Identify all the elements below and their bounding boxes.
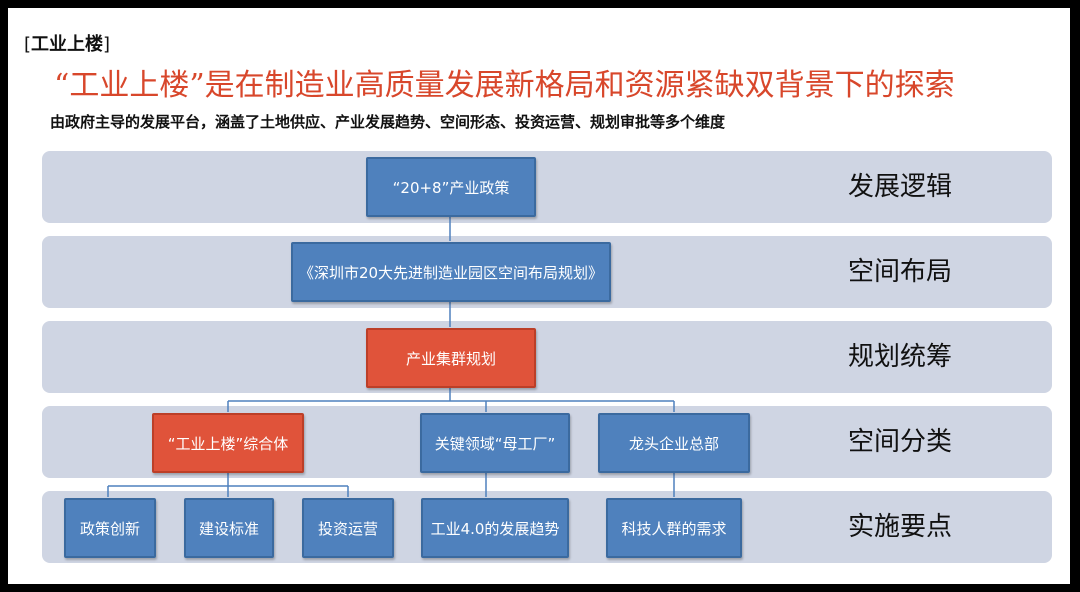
node-policy-innovation: 政策创新	[64, 498, 156, 558]
node-industrial-upstairs-complex: “工业上楼”综合体	[152, 413, 304, 473]
row-label-spatial-layout: 空间布局	[848, 257, 953, 287]
section-tag-text: 工业上楼	[31, 34, 104, 55]
row-label-planning-coordination: 规划统筹	[848, 342, 953, 372]
connector-lines	[107, 217, 675, 497]
node-industry-policy: “20+8”产业政策	[366, 157, 536, 217]
band-development-logic	[42, 151, 1052, 223]
row-label-spatial-classification: 空间分类	[848, 427, 953, 457]
row-label-implementation-points: 实施要点	[848, 512, 953, 542]
node-investment-operation: 投资运营	[302, 498, 394, 558]
node-industry-cluster-plan: 产业集群规划	[366, 328, 536, 388]
node-spatial-layout-plan: 《深圳市20大先进制造业园区空间布局规划》	[291, 242, 611, 302]
node-tech-talent-needs: 科技人群的需求	[606, 498, 742, 558]
page-title: “工业上楼”是在制造业高质量发展新格局和资源紧缺双背景下的探索	[54, 68, 955, 103]
node-mother-factory: 关键领域“母工厂”	[420, 413, 570, 473]
node-industry40-trend: 工业4.0的发展趋势	[421, 498, 569, 558]
node-leading-enterprise-hq: 龙头企业总部	[598, 413, 750, 473]
page-subtitle: 由政府主导的发展平台，涵盖了土地供应、产业发展趋势、空间形态、投资运营、规划审批…	[50, 113, 726, 131]
section-tag: [工业上楼]	[24, 34, 111, 55]
row-label-development-logic: 发展逻辑	[848, 172, 953, 202]
band-planning-coordination	[42, 321, 1052, 393]
slide: [工业上楼] “工业上楼”是在制造业高质量发展新格局和资源紧缺双背景下的探索 由…	[8, 8, 1070, 584]
node-construction-standard: 建设标准	[184, 498, 274, 558]
